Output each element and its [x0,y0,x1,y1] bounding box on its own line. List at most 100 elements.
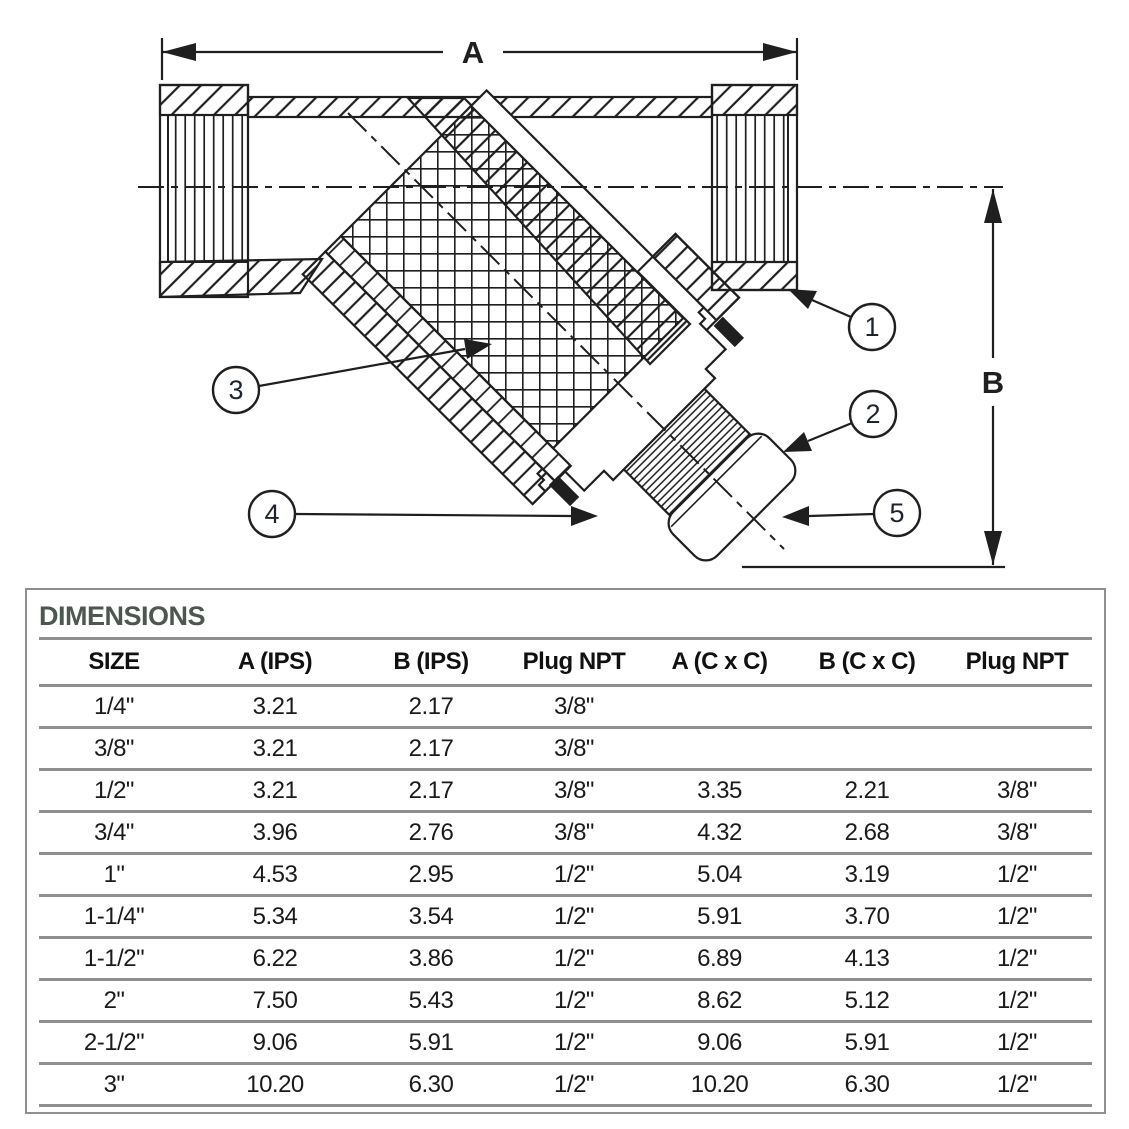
right-flange-top [710,83,799,117]
callout-4-leader [294,512,572,518]
column-header: Plug NPT [522,648,626,675]
table-cell: 1/2" [997,986,1037,1014]
callout-4-arrow [571,506,598,526]
table-cell: 1/2" [997,944,1037,972]
table-cell: 2" [103,986,125,1014]
branch-upper-profile [652,232,741,390]
table-cell: 1/2" [554,944,594,972]
callout-1: 1 [788,289,897,352]
column-header: B (IPS) [393,648,469,675]
table-cell: 6.30 [408,1070,454,1098]
callout-1-circle [847,302,897,352]
table-cell: 1/2" [94,776,134,804]
branch-lower-profile [531,468,625,505]
callout-4-number: 4 [264,499,279,529]
table-cell: 4.13 [844,944,890,972]
stub-steps-upper [697,301,708,331]
dim-a-arrow-right [763,43,797,61]
gasket-upper [713,316,745,348]
table-cell: 4.32 [697,818,742,846]
callout-3-arrow [464,339,492,359]
table-cell: 5.12 [844,986,890,1014]
table-cell: 6.22 [252,944,298,972]
branch-centerline [347,112,785,550]
stub-steps-lower [535,462,547,493]
table-row: 1/4" 3.21 2.17 3/8" [39,687,1092,729]
table-cell: 1/2" [997,902,1037,930]
table-cell: 1/2" [554,1028,594,1056]
callout-2-leader [807,421,853,443]
table-cell: 3/8" [554,692,594,720]
table-cell: 1-1/2" [83,944,145,972]
callout-2-arrow [783,432,812,452]
callout-5-arrow [782,506,809,526]
table-cell: 2.17 [408,692,454,720]
column-header: A (IPS) [237,648,313,675]
table-cell: 3/8" [554,818,594,846]
table-cell: 3.96 [252,818,298,846]
callout-2: 2 [783,389,898,452]
callout-4-circle [247,489,297,539]
table-cell: 3.54 [408,902,454,930]
callout-1-arrow [788,289,817,309]
table-cell: 1/2" [997,860,1037,888]
left-flange-bottom [158,257,325,299]
table-cell: 2.95 [408,860,454,888]
dim-b-label: B [982,365,1004,400]
dim-a-label: A [462,35,484,70]
table-cell: 1/4" [94,692,134,720]
table-cell: 2-1/2" [83,1028,145,1056]
callout-3-number: 3 [228,375,243,405]
table-cell: 3/8" [997,818,1037,846]
table-cell: 6.30 [844,1070,890,1098]
table-cell: 10.20 [690,1070,749,1098]
strainer-diagram: A B 1 2 3 [138,35,1005,569]
table-cell: 1" [103,860,125,888]
dimension-a: A [160,35,799,80]
table-cell: 7.50 [252,986,298,1014]
callout-2-number: 2 [865,399,880,429]
table-cell: 9.06 [697,1028,742,1056]
screen-tube-upper-wall [469,88,655,274]
callout-5-number: 5 [889,498,904,528]
callout-5-leader [808,512,875,518]
table-cell: 3.19 [844,860,890,888]
callout-2-circle [848,389,898,439]
table-cell: 2.21 [844,776,890,804]
right-socket-threads [711,114,789,263]
table-cell: 3/8" [997,776,1037,804]
column-header: SIZE [88,648,140,675]
dim-b-arrow-top [984,189,1002,223]
table-cell: 3" [103,1070,125,1098]
table-cell: 3.70 [844,902,890,930]
table-cell: 2.68 [844,818,890,846]
callout-4: 4 [247,489,598,539]
table-cell: 3/8" [554,734,594,762]
table-cell: 3.86 [408,944,454,972]
table-cell: 2.17 [408,776,454,804]
table-cell: 10.20 [246,1070,304,1098]
callout-1-number: 1 [864,312,879,342]
dim-b-arrow-bottom [984,531,1002,565]
table-cell: 9.06 [252,1028,298,1056]
callout-5: 5 [782,488,922,538]
table-cell: 1/2" [997,1070,1037,1098]
callout-3: 3 [211,339,492,415]
dim-a-arrow-left [162,43,196,61]
table-cell: 3.21 [252,692,298,720]
table-cell: 2.76 [408,818,454,846]
table-cell: 4.53 [252,860,298,888]
table-cell: 5.91 [844,1028,890,1056]
table-cell: 3/8" [94,734,134,762]
callout-1-leader [811,298,852,319]
left-socket-outline [158,83,250,299]
